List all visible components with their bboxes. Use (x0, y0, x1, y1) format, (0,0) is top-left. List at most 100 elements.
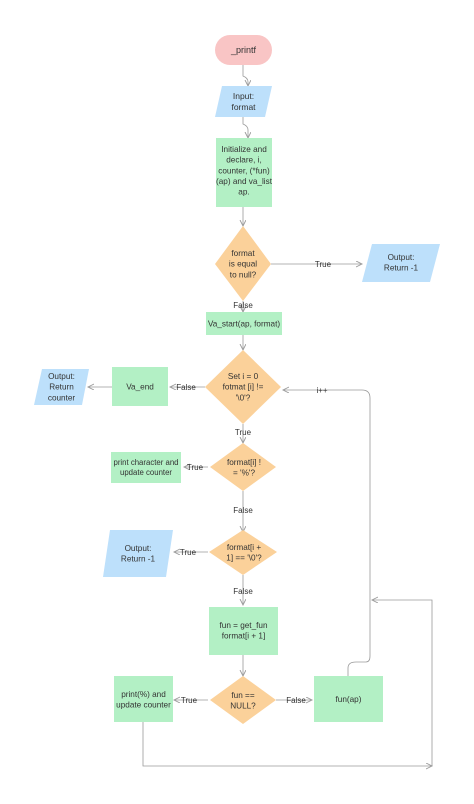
node-label-line: Output: (125, 544, 152, 553)
node-label-line: Output: (48, 372, 75, 381)
node-dec-percent-text: format[i] ! = '%'? (227, 458, 261, 478)
edge-label-loop-true: True (235, 428, 252, 437)
node-dec-loop: Set i = 0 fotmat [i] !='\0'? (205, 350, 281, 424)
node-label-line: 1] == '\0'? (226, 554, 262, 563)
node-label-line: Set i = 0 (228, 372, 259, 381)
node-out-ret1-mid-text: Output: Return -1 (121, 544, 156, 564)
node-label-line: format[i] ! (227, 458, 261, 467)
node-label-line: Output: (388, 253, 415, 262)
node-label-line: fun = get_fun (219, 621, 267, 630)
process-shape (114, 676, 173, 722)
node-label-line: print character and (113, 458, 178, 467)
edge-callfun-loop (283, 390, 371, 676)
node-label-line: declare, i, (226, 156, 262, 165)
node-label-line: Input: (233, 91, 254, 101)
decision-shape (205, 350, 281, 424)
node-print-pct-text: print(%) and update counter (116, 690, 171, 710)
node-print-pct: print(%) and update counter (114, 676, 173, 722)
node-input: Input:format (215, 86, 272, 117)
edge-label-next-true: True (180, 548, 197, 557)
edge-label-pct-false: False (233, 506, 253, 515)
node-out-ret1-mid: Output: Return -1 (103, 530, 173, 577)
node-label-line: NULL? (230, 702, 256, 711)
node-label-line: format (231, 102, 256, 112)
node-out-ret1-top: Output: Return -1 (362, 244, 440, 282)
edge-start-input (242, 65, 248, 86)
node-dec-percent: format[i] ! = '%'? (210, 443, 276, 491)
io-shape (215, 86, 272, 117)
node-call-fun: fun(ap) (314, 676, 383, 722)
node-va-start: Va_start(ap, format) (206, 312, 282, 335)
node-label-line: Va_start(ap, format) (208, 320, 280, 329)
edge-label-loop-false: False (176, 383, 196, 392)
decision-shape (209, 530, 277, 575)
node-label-line: update counter (116, 701, 171, 710)
node-va-end-text: Va_end (126, 383, 154, 392)
node-label-line: (ap) and va_list (216, 177, 273, 186)
node-dec-fun-null: fun ==NULL? (210, 676, 276, 724)
decision-shape (210, 443, 276, 491)
node-va-start-text: Va_start(ap, format) (208, 320, 280, 329)
node-start: _printf (215, 35, 272, 65)
edge-label-fun-true: True (181, 696, 198, 705)
node-label-line: = '%'? (233, 469, 255, 478)
node-label-line: counter, (*fun) (218, 166, 270, 175)
node-va-end: Va_end (112, 367, 168, 406)
edge-bottom-return (372, 600, 433, 766)
node-label-line: format[i + (227, 543, 262, 552)
node-label-line: Return -1 (384, 264, 419, 273)
edge-labels: True False False True i++ True False Tru… (176, 260, 331, 705)
node-label-line: counter (48, 393, 76, 402)
node-label-line: to null? (230, 270, 257, 279)
edge-label-pct-true: True (187, 463, 204, 472)
node-label-line: fun(ap) (336, 695, 362, 704)
node-label-line: format (231, 249, 255, 258)
node-label-line: Va_end (126, 383, 154, 392)
node-label-line: format[i + 1] (222, 632, 265, 641)
process-shape (206, 312, 282, 335)
node-label-line: _printf (230, 45, 257, 55)
edge-label-null-true: True (315, 260, 332, 269)
node-dec-loop-text: Set i = 0 fotmat [i] !='\0'? (223, 372, 264, 402)
node-get-fun: fun = get_fun format[i + 1] (209, 607, 278, 655)
edge-label-fun-false: False (286, 696, 306, 705)
process-shape (216, 138, 272, 207)
node-init: Initialize and declare, i,counter, (*fun)… (216, 138, 273, 207)
node-label-line: '\0'? (236, 393, 251, 402)
edge-printpct-bottom (142, 722, 432, 766)
process-shape (111, 452, 181, 483)
node-call-fun-text: fun(ap) (336, 695, 362, 704)
node-label-line: is equal (229, 260, 257, 269)
node-label-line: Initialize and (221, 145, 267, 154)
io-shape (103, 530, 173, 577)
node-get-fun-text: fun = get_fun format[i + 1] (219, 621, 267, 641)
process-shape (112, 367, 168, 406)
io-shape (362, 244, 440, 282)
edge-input-init (242, 117, 248, 138)
node-out-ret1-top-text: Output: Return -1 (384, 253, 419, 273)
edge-label-next-false: False (233, 587, 253, 596)
process-shape (209, 607, 278, 655)
decision-shape (215, 226, 271, 301)
edge-label-incr: i++ (316, 386, 327, 395)
node-input-text: Input:format (231, 91, 256, 112)
node-label-line: print(%) and (121, 690, 166, 699)
process-shape (314, 676, 383, 722)
io-shape (34, 369, 89, 405)
node-label-line: fotmat [i] != (223, 383, 264, 392)
node-dec-fun-null-text: fun ==NULL? (230, 691, 256, 711)
node-label-line: Return -1 (121, 555, 156, 564)
edges (88, 65, 432, 766)
terminal-shape (215, 35, 272, 65)
decision-shape (210, 676, 276, 724)
node-label-line: Return (49, 383, 74, 392)
node-label-line: update counter (120, 468, 172, 477)
edge-label-null-false: False (233, 301, 253, 310)
